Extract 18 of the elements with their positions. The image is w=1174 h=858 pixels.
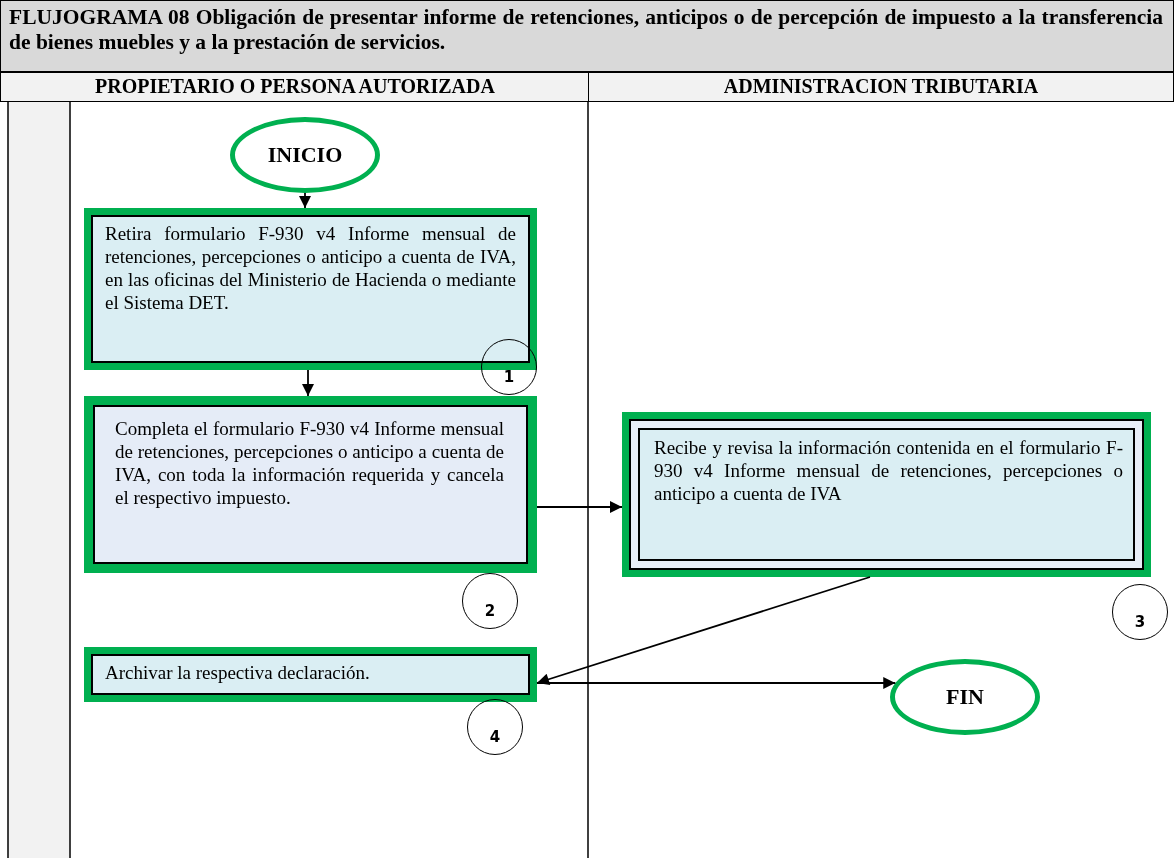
arrow — [536, 677, 897, 689]
process-box — [622, 412, 1151, 577]
arrow — [302, 369, 314, 397]
process-box — [84, 208, 537, 370]
step-text: Recibe y revisa la información contenida en el formulario F-930 v4 Informe mensual de retenciones, percepciones o anticipo a cuenta de IVA — [654, 436, 1123, 505]
diagram-title: FLUJOGRAMA 08 Obligación de presentar informe de retenciones, anticipos o de percepción de impuesto a la transferencia de bienes muebles y a la prestación de servicios. — [0, 0, 1174, 72]
process-box — [84, 396, 537, 573]
step-text: Retira formulario F-930 v4 Informe mensual de retenciones, percepciones o anticipo a cuenta de IVA, en las oficinas del Ministerio de Hacienda o mediante el Sistema DET. — [105, 222, 516, 314]
process-box — [84, 647, 537, 702]
arrow — [299, 192, 311, 209]
start-ellipse: INICIO — [230, 117, 380, 193]
arrow — [536, 501, 623, 513]
lane-header: ADMINISTRACION TRIBUTARIA — [588, 72, 1174, 102]
end-ellipse: FIN — [890, 659, 1040, 735]
arrow — [536, 576, 871, 686]
lane-header: PROPIETARIO O PERSONA AUTORIZADA — [0, 72, 590, 102]
step-text: Completa el formulario F-930 v4 Informe mensual de retenciones, percepciones o anticipo a cuenta de IVA, con toda la información requerida y cancela el respectivo impuesto. — [115, 417, 504, 509]
step-text: Archivar la respectiva declaración. — [105, 661, 371, 684]
